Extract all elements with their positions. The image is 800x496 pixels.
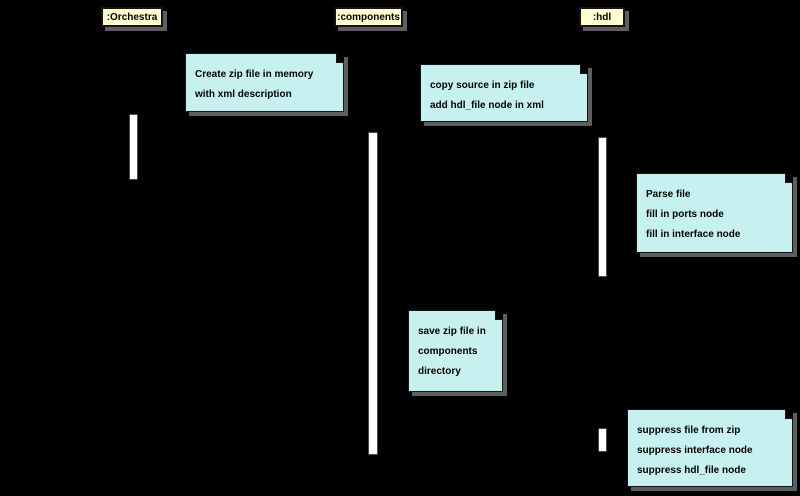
activation-bar-components: [368, 132, 378, 455]
note-text-line: fill in ports node: [646, 209, 724, 220]
note-fold-corner-icon: [785, 409, 793, 419]
activation-bar-hdl: [598, 137, 607, 277]
note-copy-source: copy source in zip file add hdl_file nod…: [420, 64, 588, 122]
note-text-line: components: [418, 346, 478, 357]
note-text-line: Parse file: [646, 189, 691, 200]
note-create-zip: Create zip file in memory with xml descr…: [185, 53, 344, 112]
participant-hdl: :hdl: [579, 7, 625, 27]
note-text-line: suppress interface node: [637, 445, 753, 456]
participant-hdl-label: :hdl: [592, 11, 612, 23]
note-suppress: suppress file from zip suppress interfac…: [627, 409, 793, 487]
note-text-line: copy source in zip file: [430, 80, 535, 91]
note-text-line: suppress hdl_file node: [637, 465, 746, 476]
participant-components-label: :components: [337, 11, 400, 23]
note-text-line: suppress file from zip: [637, 425, 741, 436]
note-fold-corner-icon: [336, 53, 344, 63]
note-text-line: directory: [418, 366, 461, 377]
note-text-line: with xml description: [195, 89, 292, 100]
activation-bar-orchestra: [129, 114, 138, 180]
activation-bar-hdl-second: [598, 428, 607, 452]
note-text-line: fill in interface node: [646, 229, 741, 240]
note-parse-file: Parse file fill in ports node fill in in…: [636, 173, 793, 253]
participant-orchestra: :Orchestra: [101, 7, 163, 27]
note-fold-corner-icon: [495, 310, 503, 320]
participant-components: :components: [334, 7, 403, 27]
participant-orchestra-label: :Orchestra: [106, 11, 158, 23]
note-fold-corner-icon: [580, 64, 588, 74]
note-fold-corner-icon: [785, 173, 793, 183]
note-text-line: Create zip file in memory: [195, 69, 314, 80]
note-text-line: add hdl_file node in xml: [430, 100, 544, 111]
note-text-line: save zip file in: [418, 326, 486, 337]
note-save-zip: save zip file in components directory: [408, 310, 503, 392]
